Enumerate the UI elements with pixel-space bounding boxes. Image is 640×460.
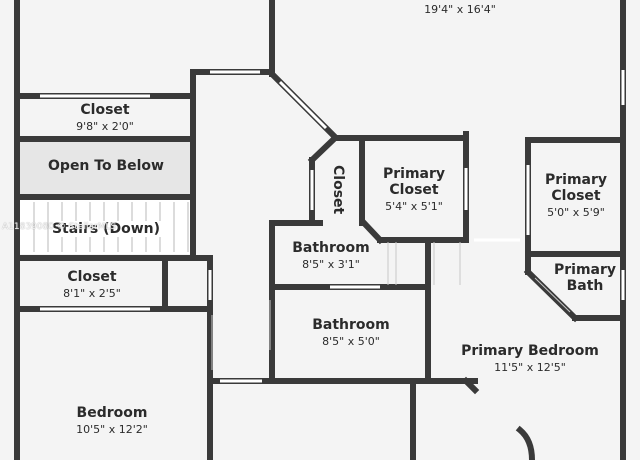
room-dims: 11'5" x 12'5" <box>494 361 566 375</box>
room-name: Stairs (Down) <box>49 221 163 238</box>
room-name: Bathroom <box>312 317 390 333</box>
room-name: Primary Closet <box>382 166 446 199</box>
room-label-stairs: Stairs (Down) <box>20 219 192 238</box>
room-label-open-to-below: Open To Below <box>20 158 192 174</box>
room-dims: 8'5" x 5'0" <box>322 335 380 349</box>
room-dims: 9'8" x 2'0" <box>76 120 134 134</box>
room-name: Closet <box>67 269 117 285</box>
room-dims: 19'4" x 16'4" <box>424 3 496 16</box>
room-name: Primary Bath <box>553 262 617 295</box>
room-name: Closet <box>80 102 130 118</box>
room-name: Bathroom <box>292 240 370 256</box>
room-label-primary-closet-right: Primary Closet 5'0" x 5'9" <box>532 172 620 220</box>
room-label-primary-bath: Primary Bath <box>552 262 618 294</box>
room-label-primary-bedroom: Primary Bedroom 11'5" x 12'5" <box>440 343 620 375</box>
room-name: Primary Closet <box>544 172 608 205</box>
room-label-closet-lower: Closet 8'1" x 2'5" <box>20 269 164 301</box>
room-label-bedroom: Bedroom 10'5" x 12'2" <box>20 405 204 437</box>
room-name: Primary Bedroom <box>461 343 599 359</box>
room-name: Bedroom <box>76 405 148 421</box>
room-label-bathroom-small: Bathroom 8'5" x 3'1" <box>276 240 386 272</box>
room-dims: 10'5" x 12'2" <box>76 423 148 437</box>
room-label-closet-upper: Closet 9'8" x 2'0" <box>30 102 180 134</box>
room-dims: 8'5" x 3'1" <box>302 258 360 272</box>
room-name: Open To Below <box>48 158 164 174</box>
room-label-closet-hall: Closet <box>330 165 346 215</box>
open-to-below-area <box>20 142 192 196</box>
room-label-top-room: 19'4" x 16'4" <box>360 0 560 17</box>
room-dims: 5'0" x 5'9" <box>547 206 605 220</box>
watermark: A11839080 © StellarMLS <box>2 222 117 232</box>
room-dims: 8'1" x 2'5" <box>63 287 121 301</box>
room-dims: 5'4" x 5'1" <box>385 200 443 214</box>
room-name: Closet <box>330 165 347 215</box>
room-label-primary-closet-left: Primary Closet 5'4" x 5'1" <box>366 166 462 214</box>
room-label-bathroom-main: Bathroom 8'5" x 5'0" <box>276 317 426 349</box>
